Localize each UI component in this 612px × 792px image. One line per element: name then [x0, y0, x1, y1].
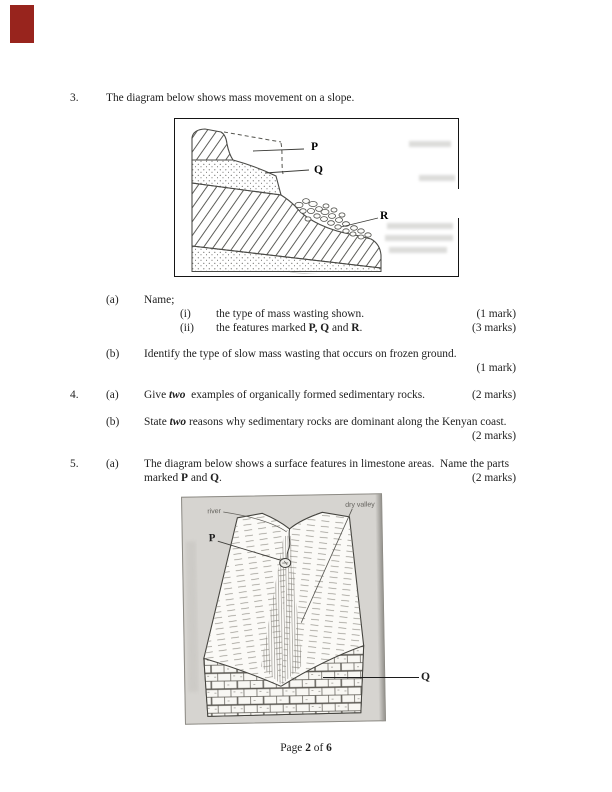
dashed-original-surface	[223, 131, 284, 175]
q3a-label: (a)	[106, 294, 119, 306]
scan-ghost-smudge	[185, 541, 199, 692]
q3-number: 3.	[70, 92, 79, 104]
q3b-text: Identify the type of slow mass wasting t…	[144, 348, 457, 360]
q3ai-label: (i)	[180, 308, 191, 320]
diagram1-label-q: Q	[314, 164, 323, 176]
q5a-label: (a)	[106, 458, 119, 470]
gorge-hatching	[260, 535, 302, 686]
river-label: river	[207, 508, 221, 515]
soil-layer	[191, 159, 282, 196]
scan-artifact-red	[10, 5, 34, 43]
river-pointer-line	[223, 511, 287, 533]
q4a-label: (a)	[106, 389, 119, 401]
q3a-heading: Name;	[144, 294, 175, 306]
q3aii-marks: (3 marks)	[472, 321, 516, 334]
q-pointer-line	[323, 677, 419, 679]
limestone-diagram-photo: river dry valley P	[181, 493, 386, 725]
diagram2-label-q: Q	[421, 670, 431, 683]
pointer-lines	[252, 148, 379, 228]
q3-intro: The diagram below shows mass movement on…	[106, 92, 355, 104]
dry-valley-label: dry valley	[345, 501, 375, 509]
q4-number: 4.	[70, 389, 79, 401]
q5-number: 5.	[70, 458, 79, 470]
diagram1-label-r: R	[380, 210, 389, 222]
q3b-marks: (1 mark)	[476, 361, 516, 374]
p-pointer-line	[217, 540, 281, 561]
q4a-text: Give two examples of organically formed …	[144, 389, 426, 401]
limestone-drawing: river dry valley P	[185, 501, 375, 717]
diagram2-label-p: P	[209, 532, 216, 544]
q4b-label: (b)	[106, 416, 120, 428]
page-footer: Page 2 of 6	[280, 742, 332, 754]
scan-white-patch	[450, 189, 466, 218]
q3aii-text: the features marked P, Q and R.	[216, 321, 363, 334]
scan-stray-line	[289, 271, 319, 274]
q3ai-text: the type of mass wasting shown.	[216, 308, 365, 320]
q3aii-label: (ii)	[180, 321, 194, 334]
swallow-hole-detail	[282, 560, 289, 566]
diagram1-label-p: P	[311, 141, 318, 153]
limestone-brick-pattern	[203, 644, 365, 717]
q3ai-marks: (1 mark)	[476, 308, 516, 320]
q5a-line2: marked P and Q.	[144, 471, 222, 484]
q5a-line1: The diagram below shows a surface featur…	[144, 458, 509, 470]
upper-rock-layer	[191, 128, 235, 161]
base-layer	[191, 245, 382, 272]
dry-valley-pointer-line	[300, 508, 353, 623]
q4a-marks: (2 marks)	[472, 389, 516, 401]
slope-cross-section-drawing: P Q R	[191, 128, 455, 274]
q3b-label: (b)	[106, 348, 120, 360]
q5a-marks: (2 marks)	[472, 471, 516, 484]
scan-ghost-text	[385, 141, 455, 253]
mass-movement-diagram: P Q R	[174, 118, 459, 277]
rock-debris	[294, 198, 372, 240]
valley-right-face	[281, 512, 364, 687]
q4b-text: State two reasons why sedimentary rocks …	[144, 416, 507, 428]
lower-rock-layer	[191, 182, 382, 269]
q4b-marks: (2 marks)	[472, 429, 516, 442]
